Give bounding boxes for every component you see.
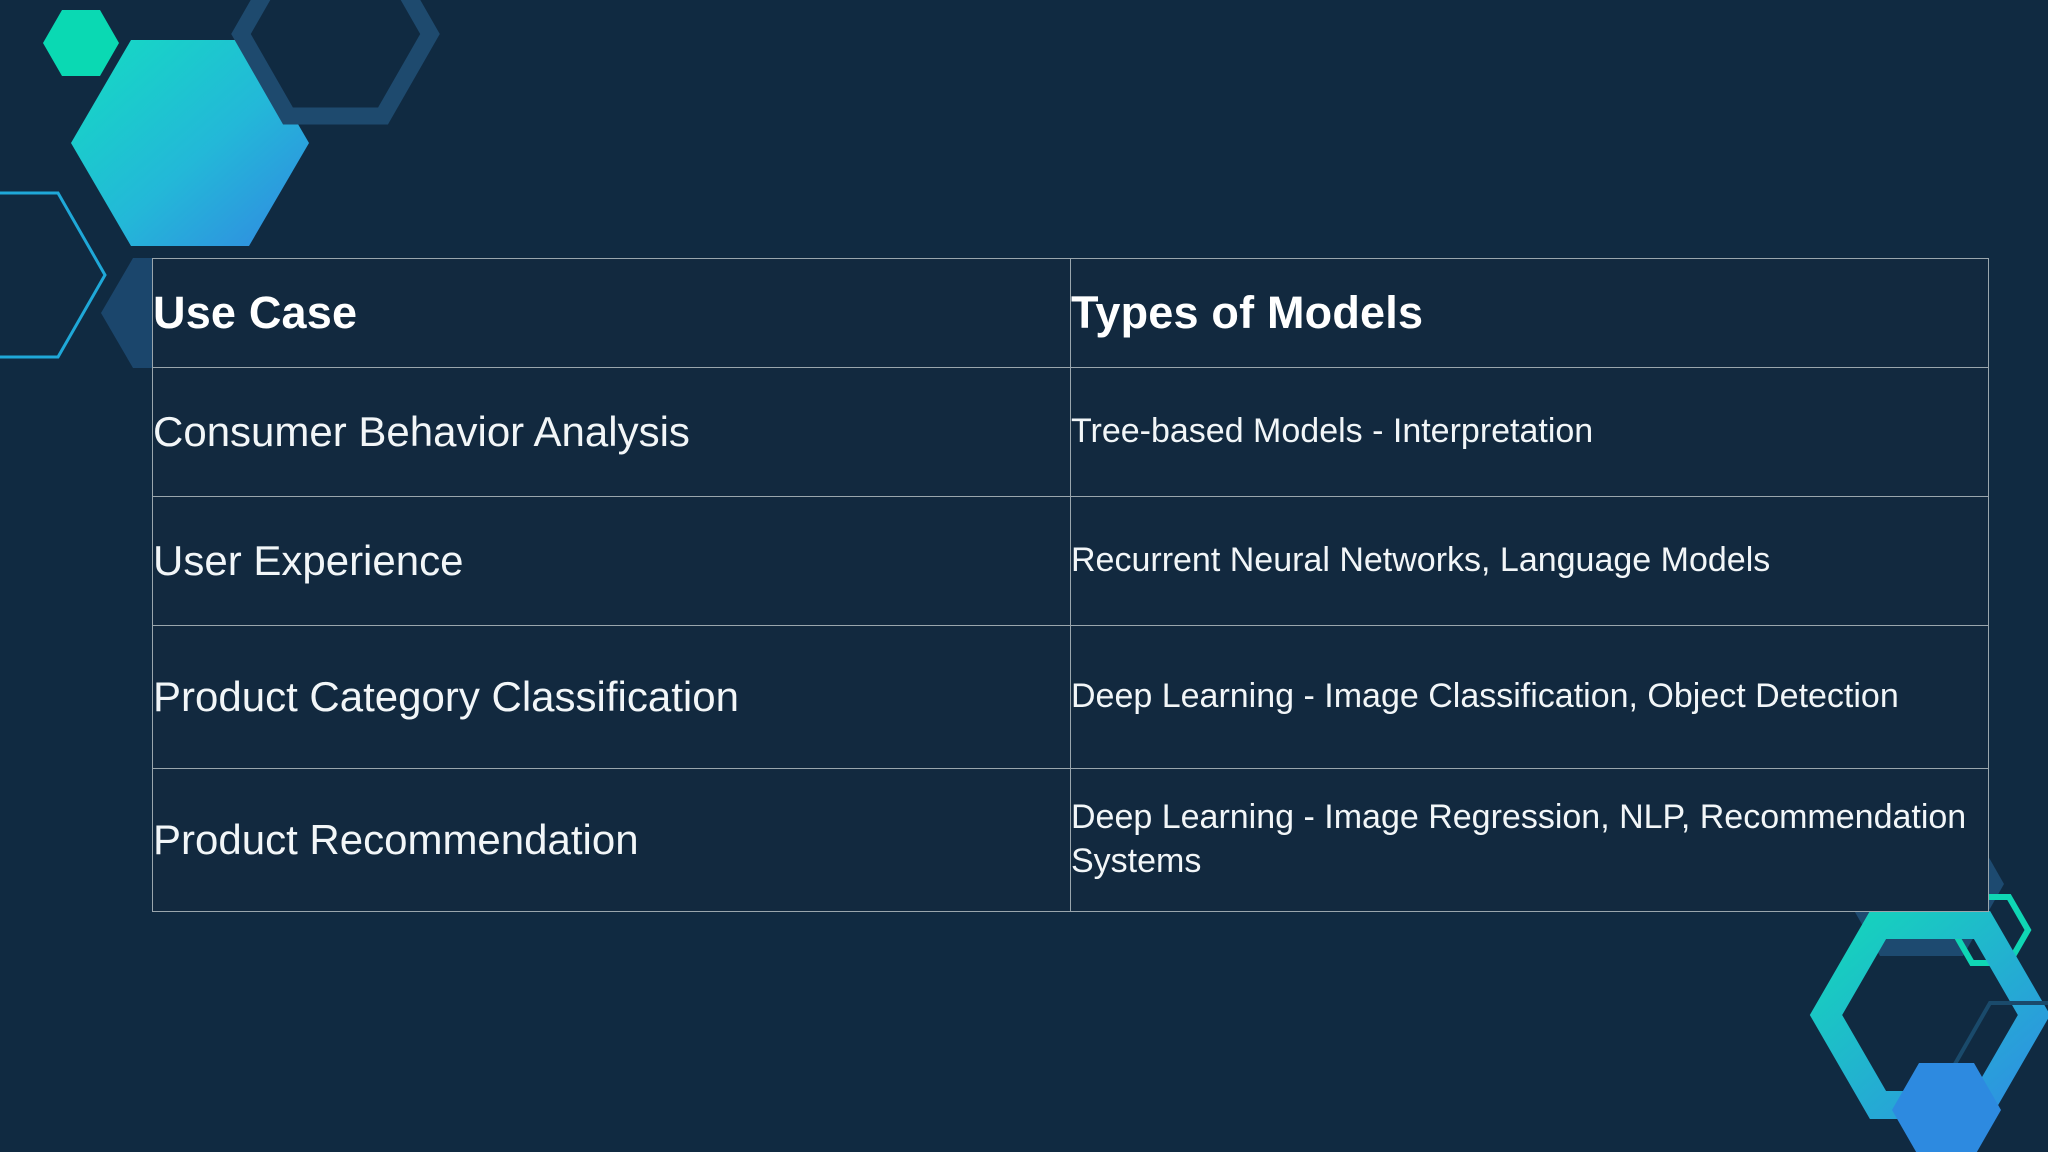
use-case-table-container: Use Case Types of Models Consumer Behavi… <box>152 258 1989 912</box>
column-header-use-case-label: Use Case <box>153 287 358 339</box>
cell-models-3: Deep Learning - Image Classification, Ob… <box>1070 625 1989 769</box>
table-header: Use Case Types of Models <box>152 258 1989 368</box>
hex-small-teal-top-left-icon <box>43 10 119 76</box>
use-case-table: Use Case Types of Models Consumer Behavi… <box>152 258 1989 912</box>
cell-use-case-4: Product Recommendation <box>152 768 1071 912</box>
table-row: Consumer Behavior Analysis Tree-based Mo… <box>152 367 1989 497</box>
cell-use-case-4-text: Product Recommendation <box>153 816 639 864</box>
table-header-row: Use Case Types of Models <box>152 258 1989 368</box>
cell-models-3-text: Deep Learning - Image Classification, Ob… <box>1071 677 1899 716</box>
column-header-types-of-models-label: Types of Models <box>1071 287 1424 339</box>
cell-use-case-3: Product Category Classification <box>152 625 1071 769</box>
table-row: Product Recommendation Deep Learning - I… <box>152 768 1989 912</box>
cell-use-case-2-text: User Experience <box>153 537 464 585</box>
cell-use-case-1: Consumer Behavior Analysis <box>152 367 1071 497</box>
cell-use-case-2: User Experience <box>152 496 1071 626</box>
column-header-use-case: Use Case <box>152 258 1071 368</box>
cell-models-4: Deep Learning - Image Regression, NLP, R… <box>1070 768 1989 912</box>
cell-models-4-text: Deep Learning - Image Regression, NLP, R… <box>1071 798 1967 880</box>
hex-faint-outline-bottom-right-icon <box>1933 1001 2048 1152</box>
hex-ring-gradient-bottom-right-icon <box>1809 911 2048 1119</box>
hex-outline-cyan-left-icon <box>0 191 107 359</box>
table-row: Product Category Classification Deep Lea… <box>152 625 1989 769</box>
hex-outline-steel-top-icon <box>231 0 440 125</box>
cell-models-1: Tree-based Models - Interpretation <box>1070 367 1989 497</box>
hex-large-gradient-top-left-icon <box>71 40 309 246</box>
table-row: User Experience Recurrent Neural Network… <box>152 496 1989 626</box>
column-header-types-of-models: Types of Models <box>1070 258 1989 368</box>
cell-use-case-3-text: Product Category Classification <box>153 673 739 721</box>
cell-use-case-1-text: Consumer Behavior Analysis <box>153 408 690 456</box>
hex-solid-blue-bottom-right-icon <box>1892 1063 2001 1152</box>
cell-models-1-text: Tree-based Models - Interpretation <box>1071 412 1594 451</box>
table-body: Consumer Behavior Analysis Tree-based Mo… <box>152 367 1989 912</box>
cell-models-2-text: Recurrent Neural Networks, Language Mode… <box>1071 541 1771 580</box>
cell-models-2: Recurrent Neural Networks, Language Mode… <box>1070 496 1989 626</box>
